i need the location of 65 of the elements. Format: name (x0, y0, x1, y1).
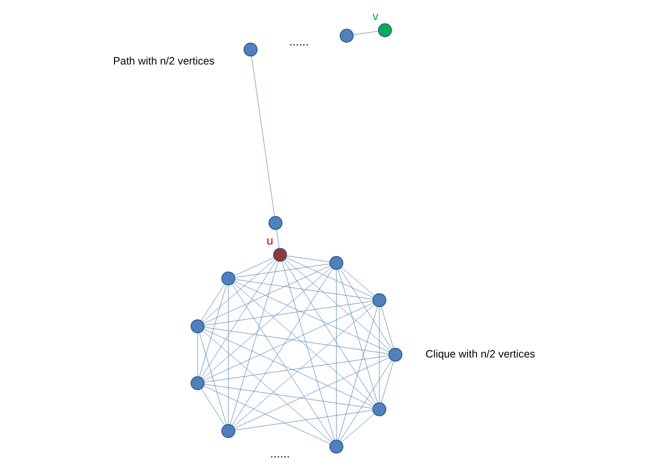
connector (203, 384, 372, 409)
connector (234, 410, 373, 430)
connector (284, 258, 390, 351)
connector (337, 268, 378, 404)
node-circle (372, 402, 386, 416)
connector (276, 229, 279, 248)
connector (234, 257, 274, 276)
connector (202, 265, 330, 324)
connector (202, 328, 374, 407)
connector (198, 284, 226, 378)
connector (202, 330, 332, 442)
connector (380, 360, 394, 404)
label: Path with n/2 vertices (112, 56, 214, 68)
node-circle (339, 28, 354, 43)
connector (380, 306, 394, 349)
connector (286, 256, 330, 262)
node-circle (388, 348, 402, 362)
node-circle (328, 440, 343, 454)
node-label: v (372, 9, 378, 24)
node-circle (190, 376, 204, 390)
node-circle (190, 319, 204, 334)
connector (232, 282, 374, 406)
connector (339, 360, 392, 442)
connector (200, 284, 224, 321)
connector (337, 306, 378, 440)
connector (196, 332, 198, 377)
connector (234, 357, 390, 429)
node-circle (377, 23, 392, 38)
label: ...... (288, 34, 308, 49)
connector (229, 260, 278, 425)
node-circle (328, 256, 343, 270)
connector (340, 267, 374, 296)
connector (203, 327, 388, 354)
connector (231, 268, 332, 426)
label: ...... (270, 446, 290, 461)
connector (282, 260, 376, 404)
connector (234, 279, 373, 300)
connector (378, 306, 380, 403)
connector (202, 267, 332, 380)
connector (281, 260, 334, 440)
node-circle (220, 424, 235, 438)
connector (200, 388, 224, 426)
connector (234, 264, 330, 278)
connector (340, 413, 374, 442)
connector (285, 257, 374, 298)
connector (203, 300, 372, 326)
connector (250, 56, 274, 217)
connector (202, 386, 330, 444)
node-circle (268, 216, 282, 230)
connector (202, 302, 374, 381)
connector (352, 30, 378, 36)
connector (234, 280, 390, 352)
node-circle (272, 248, 287, 262)
node-circle (372, 293, 386, 308)
node-circle (220, 271, 235, 286)
connector (202, 258, 275, 322)
connector (339, 268, 392, 350)
connector (198, 332, 226, 425)
connector (200, 260, 276, 378)
node-label: u (266, 234, 273, 248)
connector (203, 355, 388, 382)
label: Clique with n/2 vertices (425, 348, 535, 360)
connector (232, 304, 374, 427)
connector (231, 284, 332, 442)
node-circle (243, 42, 258, 57)
